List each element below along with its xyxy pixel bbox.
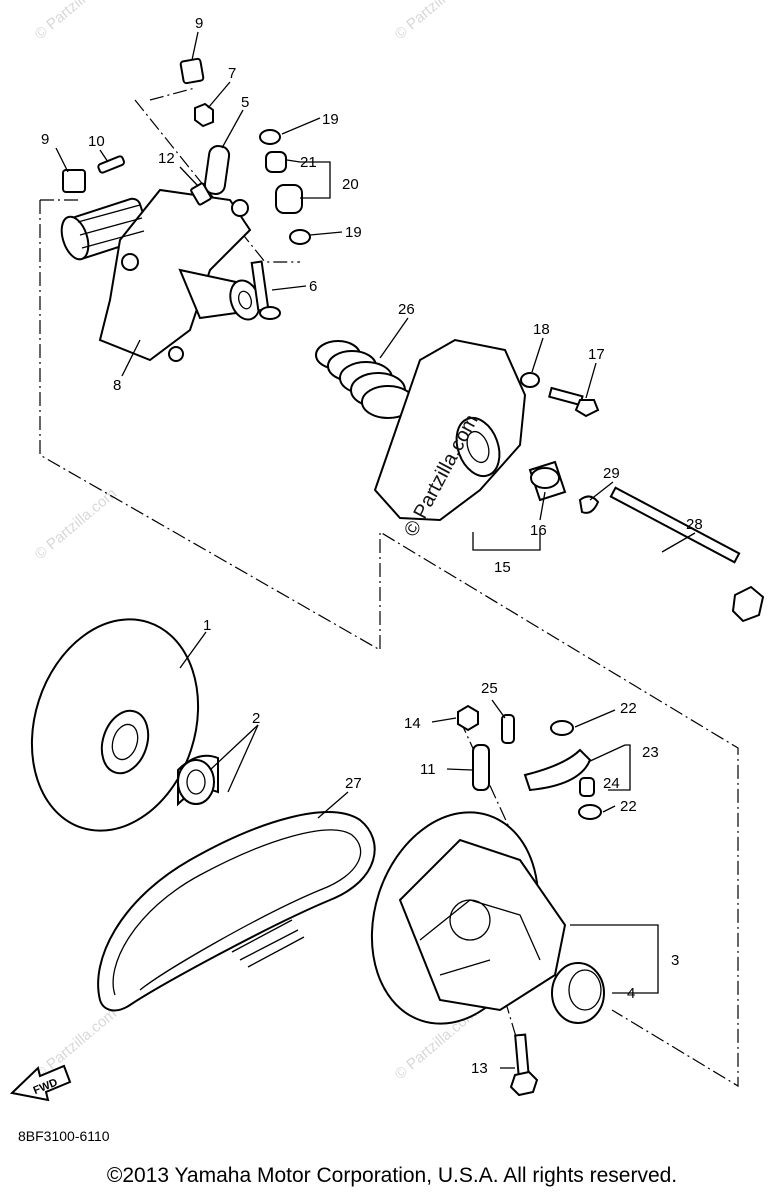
callout-2: 2	[252, 710, 260, 727]
callout-1: 1	[203, 617, 211, 634]
callout-29: 29	[603, 465, 620, 482]
callout-numbers: 9 7 5 19 9 10 12 21 20 19 6 26 18 17 8 2…	[41, 15, 703, 1077]
diagram-part-code: 8BF3100-6110	[18, 1128, 110, 1144]
callout-7: 7	[228, 65, 236, 82]
callout-8: 8	[113, 377, 121, 394]
copyright-notice: ©2013 Yamaha Motor Corporation, U.S.A. A…	[106, 1164, 678, 1187]
callout-16: 16	[530, 522, 547, 539]
cover-hardware	[520, 372, 765, 623]
watermark-1: © Partzilla.com	[32, 0, 120, 43]
watermark-2: © Partzilla.com	[392, 0, 480, 43]
callout-19-bottom: 19	[345, 224, 362, 241]
cover-part-15	[373, 338, 567, 522]
callout-3: 3	[671, 952, 679, 969]
bearing-part-2	[177, 754, 219, 807]
callout-19-top: 19	[322, 111, 339, 128]
callout-10: 10	[88, 133, 105, 150]
callout-22-top: 22	[620, 700, 637, 717]
callout-27: 27	[345, 775, 362, 792]
callout-5: 5	[241, 94, 249, 111]
leader-lines	[55, 31, 696, 1069]
spring-part-26	[315, 340, 415, 419]
watermark-4: © Partzilla.com	[32, 1005, 120, 1083]
hub-hardware	[62, 57, 311, 320]
belt-part-27	[97, 811, 376, 1012]
callout-28: 28	[686, 516, 703, 533]
callout-22-bottom: 22	[620, 798, 637, 815]
callout-14: 14	[404, 715, 421, 732]
callout-9-left: 9	[41, 131, 49, 148]
sheave-hub-part-8	[60, 188, 261, 362]
callout-9-top: 9	[195, 15, 203, 32]
callout-24: 24	[603, 775, 620, 792]
callout-15: 15	[494, 559, 511, 576]
callout-12: 12	[158, 150, 175, 167]
callout-18: 18	[533, 321, 550, 338]
bolt-part-13	[509, 1033, 539, 1097]
callout-20: 20	[342, 176, 359, 193]
watermark-3: © Partzilla.com	[32, 485, 120, 563]
movable-sheave-hardware	[457, 704, 602, 820]
callout-26: 26	[398, 301, 415, 318]
callout-11: 11	[420, 761, 436, 778]
movable-sheave-part-3	[370, 811, 605, 1025]
callout-17: 17	[588, 346, 605, 363]
callout-23: 23	[642, 744, 659, 761]
callout-6: 6	[309, 278, 317, 295]
callout-25: 25	[481, 680, 498, 697]
callout-21: 21	[300, 154, 317, 171]
callout-4: 4	[627, 985, 635, 1002]
fixed-sheave-part-1	[30, 618, 200, 832]
callout-13: 13	[471, 1060, 488, 1077]
